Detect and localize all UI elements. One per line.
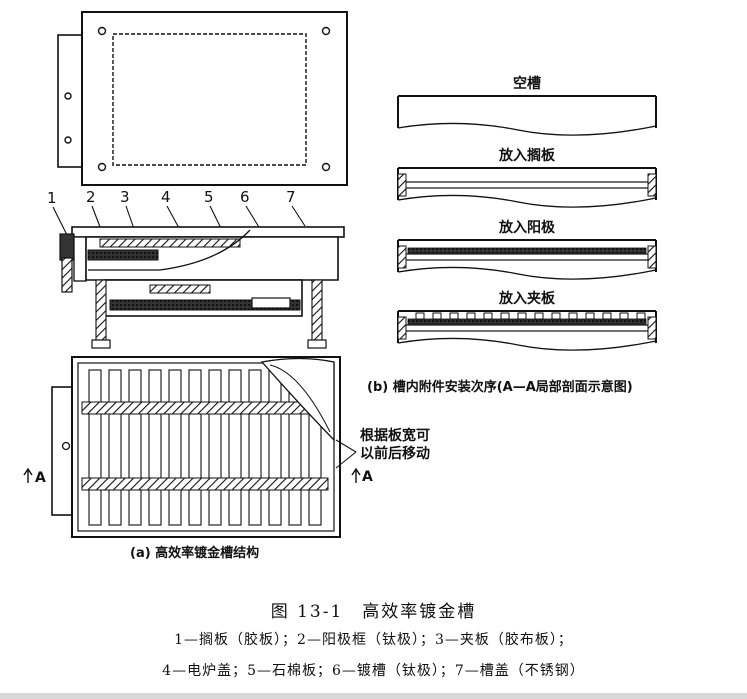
rack-slat xyxy=(88,369,102,526)
cutaway-corner xyxy=(260,357,335,442)
step-panel: 空槽 xyxy=(397,75,657,136)
bolt-hole xyxy=(64,92,72,100)
part-label-1: 1 xyxy=(47,189,57,207)
part-label-5: 5 xyxy=(204,188,214,206)
section-mark-right: A xyxy=(362,469,373,485)
section-view: 1 2 3 4 5 6 7 xyxy=(47,188,345,349)
bottom-rule xyxy=(0,693,747,699)
plan-view-rack: A A 根据板宽可 以前后移动 xyxy=(23,356,430,538)
rack-slat xyxy=(168,369,182,526)
part-label-3: 3 xyxy=(120,188,130,206)
bolt-hole xyxy=(321,26,331,36)
rack-slat xyxy=(248,369,262,526)
diagram-canvas: 1 2 3 4 5 6 7 xyxy=(23,11,657,561)
flange-bolt xyxy=(61,441,71,451)
step-label: 放入阳极 xyxy=(498,219,556,236)
part-label-7: 7 xyxy=(286,188,296,206)
tank-cover-7 xyxy=(71,226,345,238)
part-label-2: 2 xyxy=(86,188,96,206)
anode-frame-2 xyxy=(87,249,159,261)
part-b-caption: (b) 槽内附件安装次序(A—A局部剖面示意图) xyxy=(367,379,633,395)
annotation-line-1: 根据板宽可 xyxy=(360,427,430,444)
figure-legend-line-1: 1—搁板（胶板）；2—阳极框（钛极）；3—夹板（胶布板）； xyxy=(174,632,573,648)
rack-cross-bar-bottom xyxy=(81,477,329,491)
clamp-bolt xyxy=(61,257,73,293)
step-panel: 放入阳极 xyxy=(397,219,657,280)
inner-dashed-outline xyxy=(112,33,307,166)
section-arrow-right xyxy=(351,467,361,483)
step-label: 放入搁板 xyxy=(498,147,556,164)
rack-slat xyxy=(228,369,242,526)
rack-slat xyxy=(268,369,282,526)
leg-right xyxy=(311,279,323,343)
part-label-6: 6 xyxy=(240,188,250,206)
bolt-hole xyxy=(64,136,72,144)
section-mark-left: A xyxy=(35,470,46,486)
cover-plate xyxy=(81,11,348,186)
step-panel: 放入搁板 xyxy=(397,147,657,208)
clamp-1 xyxy=(59,233,75,261)
step-label: 空槽 xyxy=(513,75,541,92)
rack-slat xyxy=(128,369,142,526)
part-label-4: 4 xyxy=(161,188,171,206)
figure-legend-line-2: 4—电炉盖；5—石棉板；6—镀槽（钛极）；7—槽盖（不锈钢） xyxy=(162,663,585,679)
rack-slat xyxy=(188,369,202,526)
step-label: 放入夹板 xyxy=(498,290,556,307)
top-view-plan xyxy=(57,11,348,186)
bolt-hole xyxy=(97,162,107,172)
annotation-line-2: 以前后移动 xyxy=(360,445,430,462)
rack-cross-bar-top xyxy=(81,401,329,415)
clamp-plate-3 xyxy=(99,238,241,248)
annotation-leader xyxy=(335,439,357,469)
rack-slat xyxy=(148,369,162,526)
section-arrow-left xyxy=(23,467,33,483)
side-flange xyxy=(57,34,83,168)
rack-slat xyxy=(108,369,122,526)
rack-slat xyxy=(208,369,222,526)
furnace-cover-4 xyxy=(109,299,301,311)
bolt-hole xyxy=(321,162,331,172)
bolt-hole xyxy=(97,26,107,36)
part-a-caption: (a) 高效率镀金槽结构 xyxy=(130,545,259,561)
leg-left xyxy=(95,279,107,343)
asbestos-board-5 xyxy=(251,297,291,309)
plating-tank-6 xyxy=(85,236,339,281)
figure-title: 图 13-1 高效率镀金槽 xyxy=(270,602,477,622)
step-panel: 放入夹板 xyxy=(397,290,657,351)
